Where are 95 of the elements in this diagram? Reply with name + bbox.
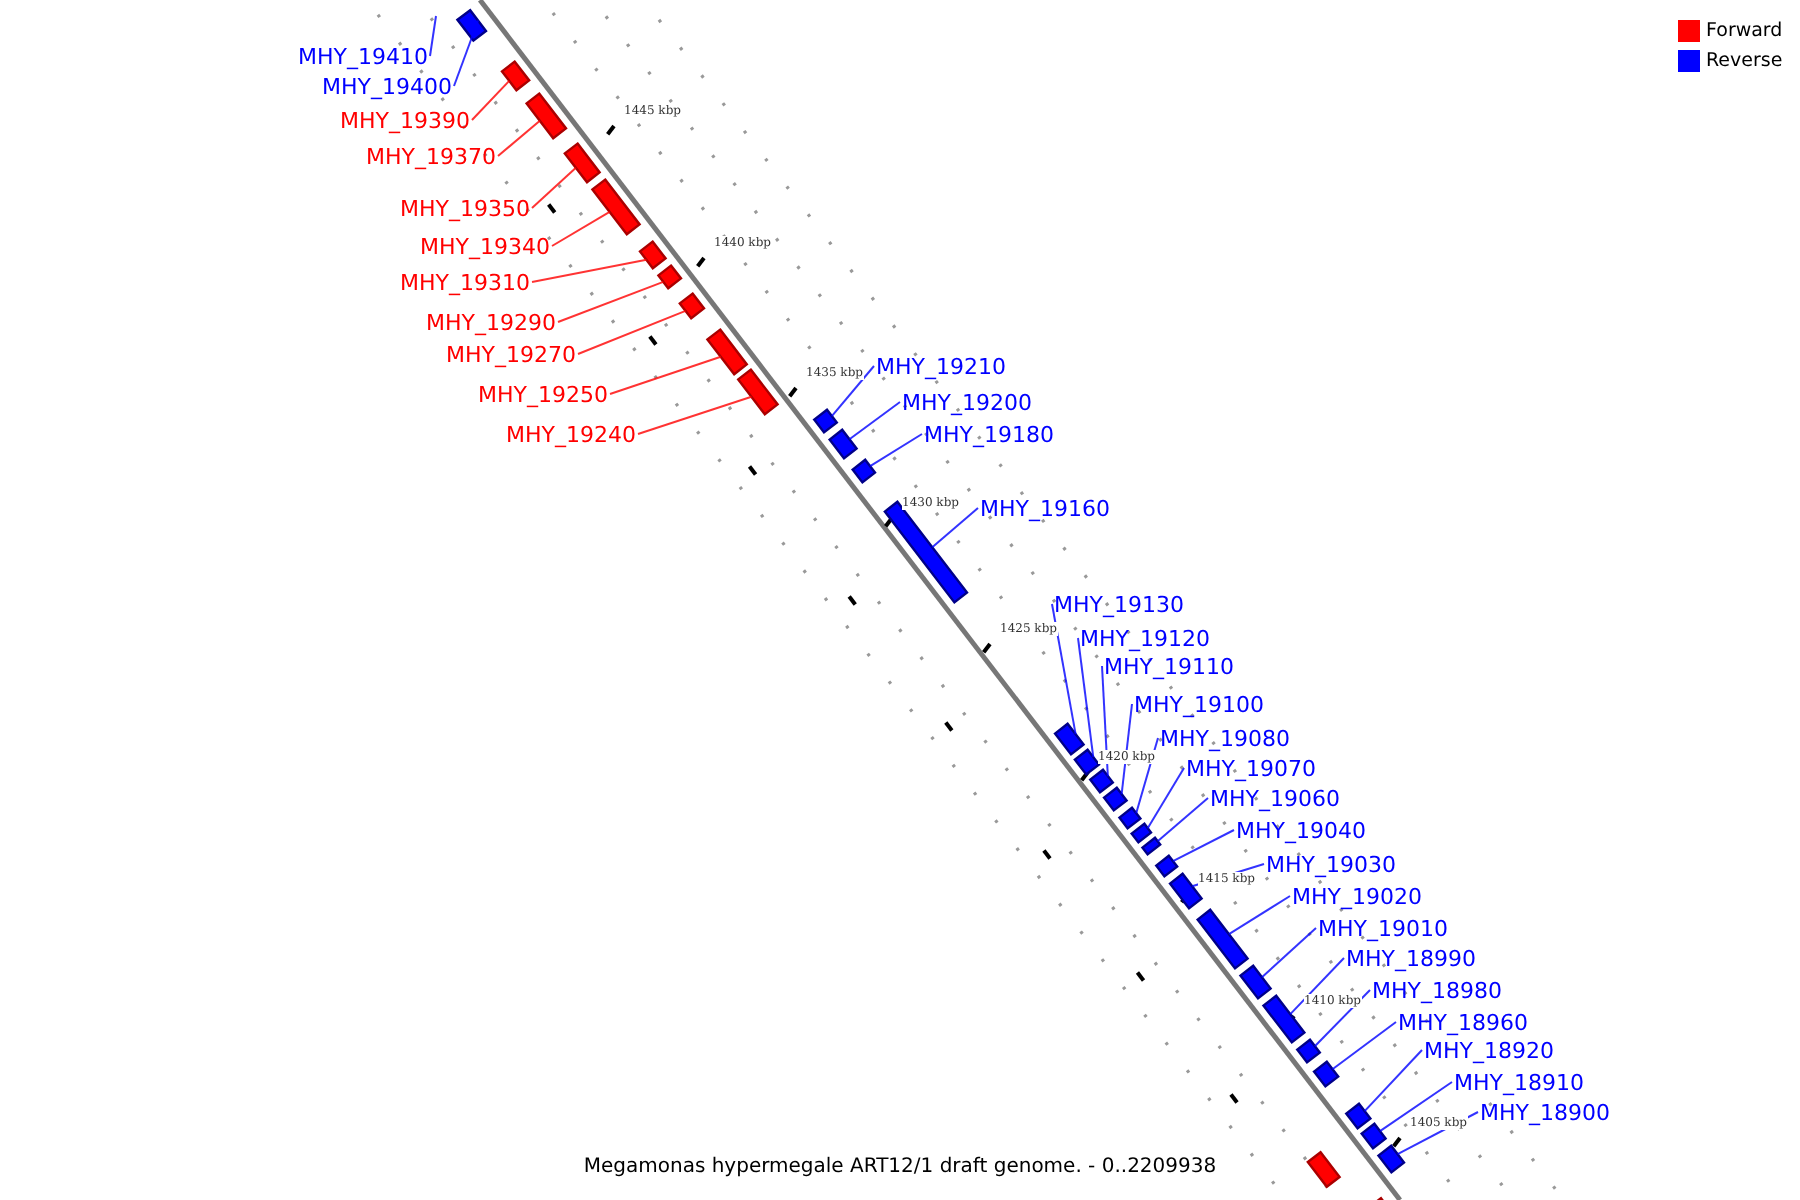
gene-label: MHY_18900 <box>1480 1099 1610 1125</box>
gene-block <box>883 500 969 605</box>
gene-block <box>638 239 668 270</box>
gene-block <box>1238 964 1273 1001</box>
caption: Megamonas hypermegale ART12/1 draft genome. - 0..2209938 <box>581 1156 1219 1178</box>
gene-block <box>1359 1122 1388 1151</box>
gene-block <box>1154 854 1179 879</box>
gene-label: MHY_19080 <box>1160 725 1290 751</box>
gene-label: MHY_19210 <box>876 353 1006 379</box>
leader-line <box>1120 703 1133 796</box>
gene-label: MHY_19290 <box>426 309 556 335</box>
leader-line <box>1051 603 1077 736</box>
gene-block <box>500 59 531 92</box>
gene-block <box>524 91 568 140</box>
gene-block <box>1088 768 1115 795</box>
leader-line <box>848 401 901 441</box>
gene-label: MHY_18910 <box>1454 1069 1584 1095</box>
leader-line <box>1331 1021 1397 1071</box>
gene-block <box>1053 722 1086 757</box>
leader-line <box>531 258 648 283</box>
leader-line <box>609 355 722 395</box>
leader-line <box>1260 927 1317 979</box>
gene-block <box>827 428 859 461</box>
gene-label: MHY_19200 <box>902 389 1032 415</box>
leader-line <box>551 210 611 247</box>
leader-line <box>453 19 480 87</box>
gene-label: MHY_18980 <box>1372 977 1502 1003</box>
gene-label: MHY_19020 <box>1292 883 1422 909</box>
gene-label: MHY_18960 <box>1398 1009 1528 1035</box>
leader-line <box>637 395 753 435</box>
gene-label: MHY_19370 <box>366 143 496 169</box>
leader-line <box>1379 1081 1453 1133</box>
gene-block <box>1195 908 1250 971</box>
gene-block <box>656 263 683 290</box>
leader-line <box>1156 797 1209 843</box>
leader-line <box>931 507 979 549</box>
leader-line <box>1313 989 1371 1048</box>
leader-line <box>1289 957 1345 1016</box>
gene-block <box>850 458 877 485</box>
leader-line <box>1363 1049 1423 1113</box>
gene-block <box>1306 1150 1342 1189</box>
gene-label: MHY_19390 <box>340 107 470 133</box>
gene-block <box>678 291 706 320</box>
gene-block <box>812 408 839 435</box>
leader-line <box>429 15 437 57</box>
gene-label: MHY_19160 <box>980 495 1110 521</box>
gene-block <box>590 177 642 236</box>
gene-label: MHY_19100 <box>1134 691 1264 717</box>
leader-line <box>1146 767 1185 830</box>
legend-label: Forward <box>1706 20 1783 42</box>
legend-label: Reverse <box>1706 50 1783 72</box>
gene-block <box>1140 836 1162 857</box>
gene-block <box>1344 1102 1373 1131</box>
gene-block <box>1312 1060 1340 1089</box>
leader-line <box>557 280 665 323</box>
gene-block <box>1102 786 1129 813</box>
gene-label: MHY_19040 <box>1236 817 1366 843</box>
gene-label: MHY_19270 <box>446 341 576 367</box>
gene-label: MHY_18920 <box>1424 1037 1554 1063</box>
gene-label: MHY_19180 <box>924 421 1054 447</box>
gene-block <box>1117 806 1143 831</box>
gene-label: MHY_19350 <box>400 195 530 221</box>
gene-block <box>1261 994 1307 1045</box>
gene-label: MHY_19030 <box>1266 851 1396 877</box>
gene-block <box>1295 1038 1322 1065</box>
leader-line <box>1227 895 1291 936</box>
gene-label: MHY_19310 <box>400 269 530 295</box>
gene-label: MHY_19070 <box>1186 755 1316 781</box>
gene-label: MHY_19400 <box>322 73 452 99</box>
gene-block <box>1129 822 1153 845</box>
gene-block <box>1073 748 1101 777</box>
leader-line <box>1172 829 1235 863</box>
leader-line <box>471 79 511 121</box>
gene-block <box>1376 1144 1406 1175</box>
leader-line <box>869 433 923 468</box>
gene-block <box>705 327 749 376</box>
gene-label: MHY_19410 <box>298 43 428 69</box>
gene-label: MHY_19250 <box>478 381 608 407</box>
gene-label: MHY_19340 <box>420 233 550 259</box>
gene-label: MHY_19010 <box>1318 915 1448 941</box>
gene-block <box>455 8 488 43</box>
gene-block <box>736 367 780 416</box>
leader-line <box>1101 665 1109 778</box>
gene-label: MHY_18990 <box>1346 945 1476 971</box>
gene-label: MHY_19240 <box>506 421 636 447</box>
gene-label: MHY_19120 <box>1080 625 1210 651</box>
gene-label: MHY_19130 <box>1054 591 1184 617</box>
gene-block <box>563 141 602 184</box>
gene-label: MHY_19110 <box>1104 653 1234 679</box>
leader-line <box>1077 637 1095 759</box>
leader-line <box>830 365 875 418</box>
leader-line <box>497 119 541 157</box>
gene-label: MHY_19060 <box>1210 785 1340 811</box>
leader-line <box>577 309 687 355</box>
leader-line <box>531 166 577 209</box>
